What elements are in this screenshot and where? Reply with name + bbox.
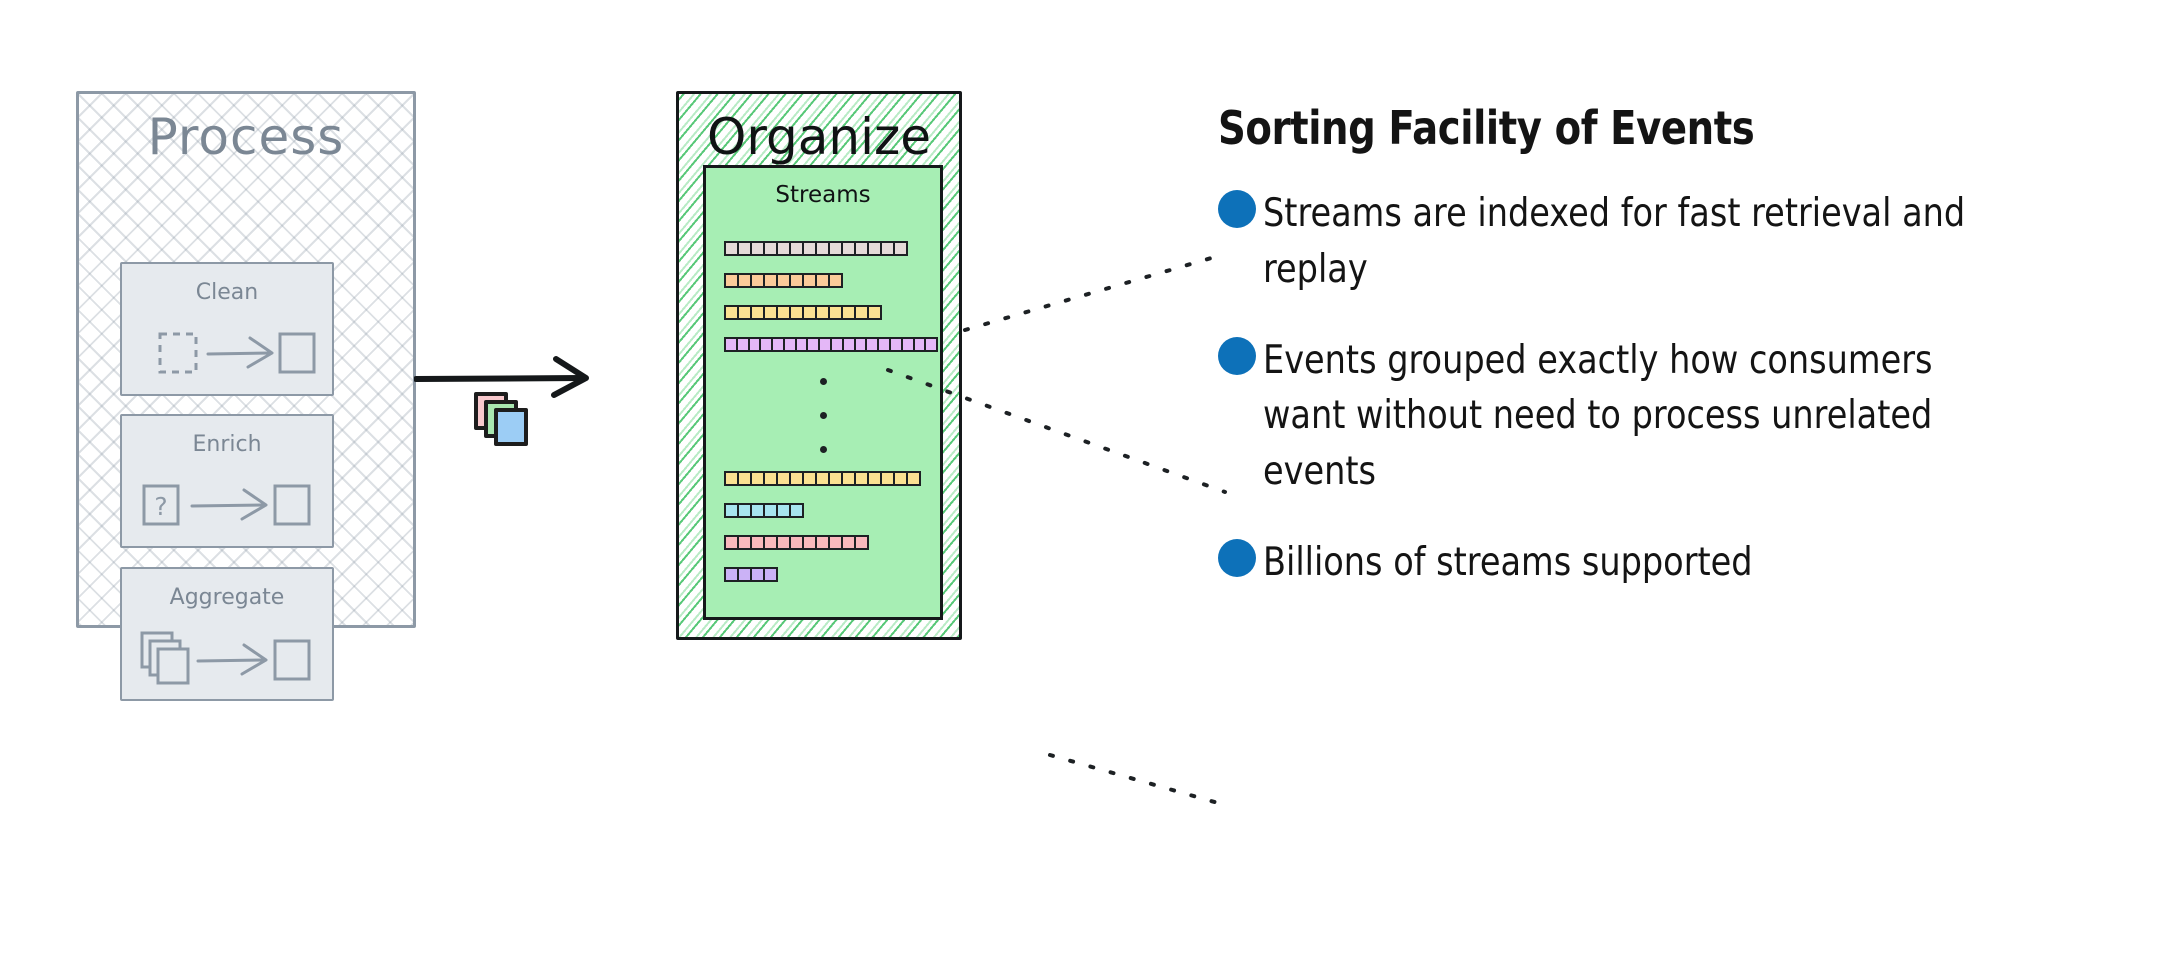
stream-cyan bbox=[724, 503, 936, 518]
stream-segment bbox=[893, 241, 908, 256]
svg-text:?: ? bbox=[154, 492, 167, 521]
stream-pink bbox=[724, 535, 936, 550]
streams-box: Streams bbox=[703, 165, 943, 620]
stream-purple bbox=[724, 567, 936, 582]
info-panel: Sorting Facility of Events Streams are i… bbox=[1218, 104, 2148, 627]
ellipsis-dot bbox=[819, 412, 827, 419]
info-bullet-2-text: Events grouped exactly how consumers wan… bbox=[1263, 338, 1933, 494]
info-bullet-3-text: Billions of streams supported bbox=[1263, 540, 1753, 586]
stream-segment bbox=[828, 273, 843, 288]
page-title: Sorting Facility of Events bbox=[1218, 101, 1755, 155]
stream-orange bbox=[724, 273, 936, 288]
process-panel: Process Clean Enrich ? bbox=[76, 91, 416, 701]
stream-yellow-2 bbox=[724, 471, 936, 486]
process-card-clean[interactable]: Clean bbox=[120, 262, 334, 396]
stream-segment bbox=[854, 535, 869, 550]
stacked-cards-icon bbox=[474, 392, 536, 452]
process-card-aggregate-label: Aggregate bbox=[169, 585, 285, 610]
organize-panel: Organize Streams bbox=[676, 91, 962, 640]
stream-segment bbox=[763, 567, 778, 582]
mini-card-blue bbox=[494, 408, 528, 446]
process-card-enrich[interactable]: Enrich ? bbox=[120, 414, 334, 548]
question-box-to-box-icon: ? bbox=[122, 472, 332, 536]
stream-list-top bbox=[724, 241, 939, 369]
stream-segment bbox=[789, 503, 804, 518]
right-arrow-icon bbox=[413, 345, 594, 415]
stream-segment bbox=[867, 305, 882, 320]
info-bullet-3: Billions of streams supported bbox=[1218, 535, 2148, 590]
bullet-dot-icon bbox=[1218, 539, 1256, 578]
dashed-box-to-box-icon bbox=[122, 320, 332, 384]
stream-beige bbox=[724, 241, 936, 256]
process-card-enrich-label: Enrich bbox=[192, 432, 262, 457]
process-panel-title: Process bbox=[147, 108, 345, 166]
info-bullet-1-text: Streams are indexed for fast retrieval a… bbox=[1263, 191, 1966, 292]
stream-yellow bbox=[724, 305, 936, 320]
ellipsis-dot bbox=[819, 446, 827, 453]
process-card-aggregate[interactable]: Aggregate bbox=[120, 567, 334, 701]
process-card-clean-label: Clean bbox=[195, 280, 259, 305]
bullet-dot-icon bbox=[1218, 337, 1256, 376]
stream-segment bbox=[924, 337, 939, 352]
stacked-boxes-to-box-icon bbox=[122, 625, 332, 689]
stream-segment bbox=[906, 471, 921, 486]
stream-list-bottom bbox=[724, 471, 936, 599]
info-bullet-1: Streams are indexed for fast retrieval a… bbox=[1218, 186, 2148, 297]
ellipsis-dot bbox=[819, 378, 827, 385]
vertical-ellipsis-icon bbox=[818, 378, 828, 480]
organize-panel-title: Organize bbox=[707, 108, 931, 166]
bullet-dot-icon bbox=[1218, 190, 1256, 229]
stream-violet bbox=[724, 337, 939, 352]
streams-label: Streams bbox=[775, 182, 871, 208]
info-bullet-2: Events grouped exactly how consumers wan… bbox=[1218, 333, 2148, 499]
